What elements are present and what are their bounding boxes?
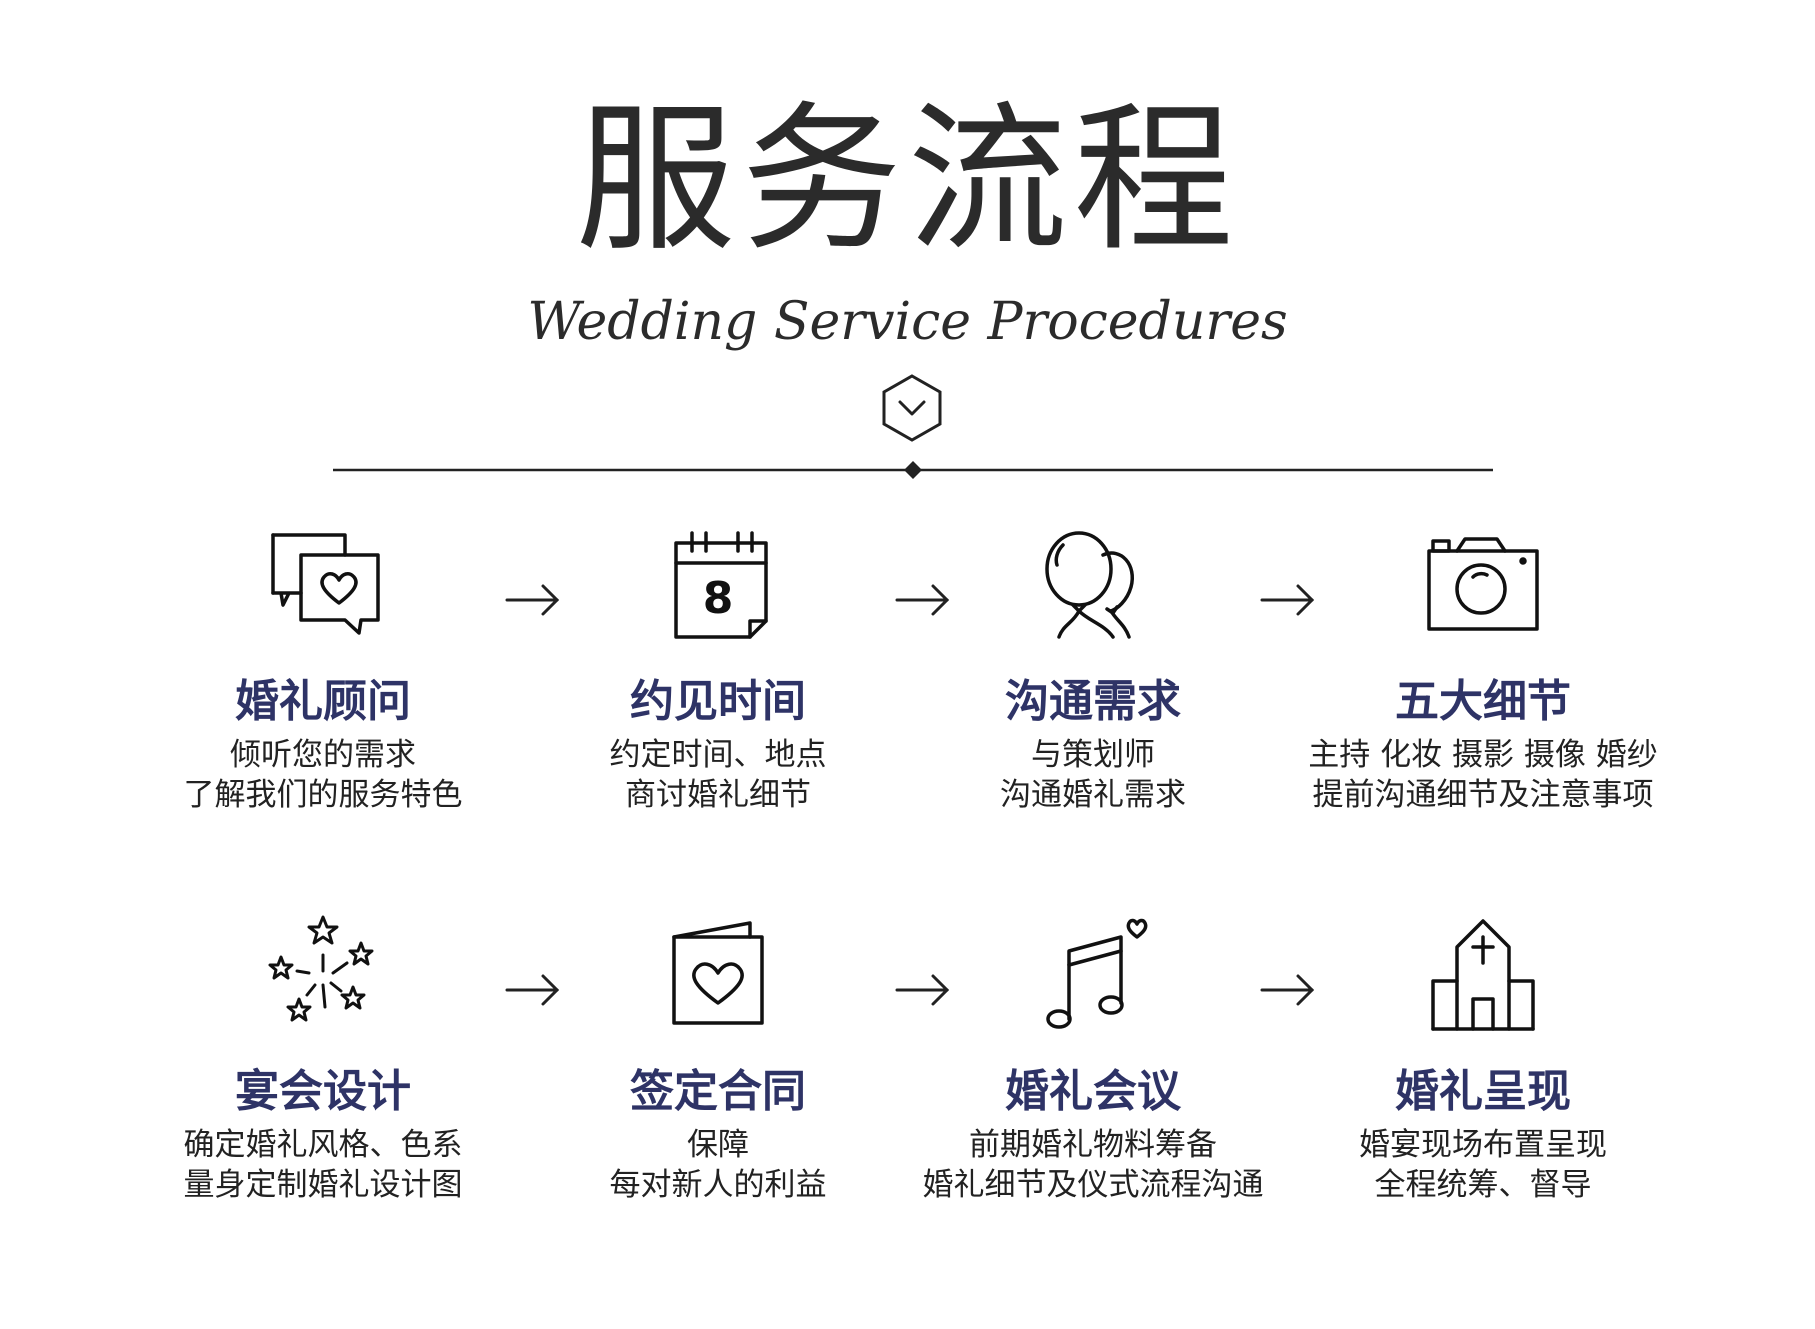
balloons-icon xyxy=(1033,525,1153,645)
fireworks-icon xyxy=(263,915,383,1035)
arrow-right-icon xyxy=(503,970,563,1010)
step-title: 签定合同 xyxy=(630,1066,806,1117)
step-title: 沟通需求 xyxy=(1005,676,1181,727)
arrow-right-icon xyxy=(1258,970,1318,1010)
step-desc-line: 保障 xyxy=(687,1127,749,1163)
step-desc-line: 倾听您的需求 xyxy=(230,737,416,773)
step-desc-line: 了解我们的服务特色 xyxy=(183,777,463,813)
step-title: 婚礼顾问 xyxy=(235,676,411,727)
step-title: 婚礼会议 xyxy=(1005,1066,1181,1117)
step-desc-line: 婚宴现场布置呈现 xyxy=(1359,1127,1607,1163)
step-desc-line: 确定婚礼风格、色系 xyxy=(183,1127,463,1163)
step-desc-line: 主持 化妆 摄影 摄像 婚纱 xyxy=(1308,737,1658,773)
page-title: 服务流程 xyxy=(575,86,1240,273)
step-desc-line: 提前沟通细节及注意事项 xyxy=(1312,777,1654,813)
step-desc-line: 每对新人的利益 xyxy=(609,1167,827,1203)
arrow-right-icon xyxy=(503,580,563,620)
chevron-down-hex-icon xyxy=(880,372,944,444)
section-divider xyxy=(333,460,1493,480)
step-desc-line: 与策划师 xyxy=(1031,737,1155,773)
step-desc-line: 约定时间、地点 xyxy=(609,737,827,773)
arrow-right-icon xyxy=(893,580,953,620)
step-desc-line: 沟通婚礼需求 xyxy=(1000,777,1186,813)
arrow-right-icon xyxy=(1258,580,1318,620)
chat-heart-icon xyxy=(263,525,383,645)
step-desc-line: 前期婚礼物料筹备 xyxy=(969,1127,1217,1163)
calendar-day: 8 xyxy=(703,573,734,624)
music-note-icon xyxy=(1033,915,1153,1035)
heart-card-icon xyxy=(658,915,778,1035)
page-subtitle: Wedding Service Procedures xyxy=(527,292,1288,352)
step-title: 五大细节 xyxy=(1395,676,1571,727)
step-desc-line: 婚礼细节及仪式流程沟通 xyxy=(922,1167,1264,1203)
calendar-icon: 8 xyxy=(658,525,778,645)
church-icon xyxy=(1423,915,1543,1035)
step-desc-line: 商讨婚礼细节 xyxy=(625,777,811,813)
step-title: 宴会设计 xyxy=(235,1066,411,1117)
step-title: 约见时间 xyxy=(630,676,806,727)
camera-icon xyxy=(1423,525,1543,645)
step-desc-line: 全程统筹、督导 xyxy=(1374,1167,1592,1203)
step-title: 婚礼呈现 xyxy=(1395,1066,1571,1117)
step-desc-line: 量身定制婚礼设计图 xyxy=(183,1167,463,1203)
arrow-right-icon xyxy=(893,970,953,1010)
